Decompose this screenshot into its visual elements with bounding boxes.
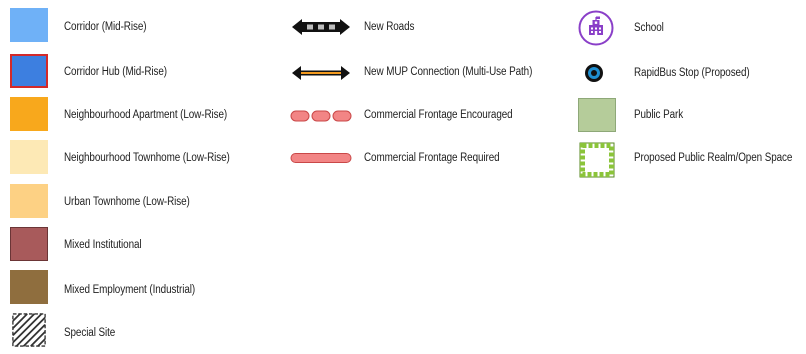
pill-dashed-line-icon	[290, 110, 352, 122]
legend-label: Special Site	[64, 327, 116, 339]
legend-label: Neighbourhood Townhome (Low-Rise)	[64, 152, 230, 164]
legend-label: Commercial Frontage Required	[364, 152, 500, 164]
double-arrow-dashed-icon	[292, 19, 350, 35]
legend-label: Public Park	[634, 109, 684, 121]
swatch-neighbourhood-townhome	[10, 140, 48, 174]
swatch-public-park	[578, 98, 616, 132]
double-arrow-orange-line-icon	[292, 66, 350, 80]
legend-label: New MUP Connection (Multi-Use Path)	[364, 66, 533, 78]
legend-label: Proposed Public Realm/Open Space	[634, 152, 793, 164]
legend-label: RapidBus Stop (Proposed)	[634, 67, 750, 79]
pill-solid-line-icon	[290, 153, 352, 163]
swatch-neighbourhood-apartment	[10, 97, 48, 131]
legend-label: Corridor (Mid-Rise)	[64, 21, 147, 33]
school-icon	[578, 10, 614, 46]
legend-label: School	[634, 22, 664, 34]
legend-label: Corridor Hub (Mid-Rise)	[64, 66, 167, 78]
legend-label: Neighbourhood Apartment (Low-Rise)	[64, 109, 228, 121]
legend-label: Urban Townhome (Low-Rise)	[64, 196, 190, 208]
swatch-corridor-mid-rise	[10, 8, 48, 42]
bus-stop-icon	[585, 64, 603, 82]
legend-label: New Roads	[364, 21, 415, 33]
swatch-mixed-employment	[10, 270, 48, 304]
legend-label: Commercial Frontage Encouraged	[364, 109, 513, 121]
swatch-mixed-institutional	[10, 227, 48, 261]
swatch-public-realm-dotted	[579, 142, 615, 178]
swatch-special-site-hatch	[12, 313, 46, 347]
legend-label: Mixed Employment (Industrial)	[64, 284, 196, 296]
swatch-urban-townhome	[10, 184, 48, 218]
legend-label: Mixed Institutional	[64, 239, 142, 251]
swatch-corridor-hub	[10, 54, 48, 88]
